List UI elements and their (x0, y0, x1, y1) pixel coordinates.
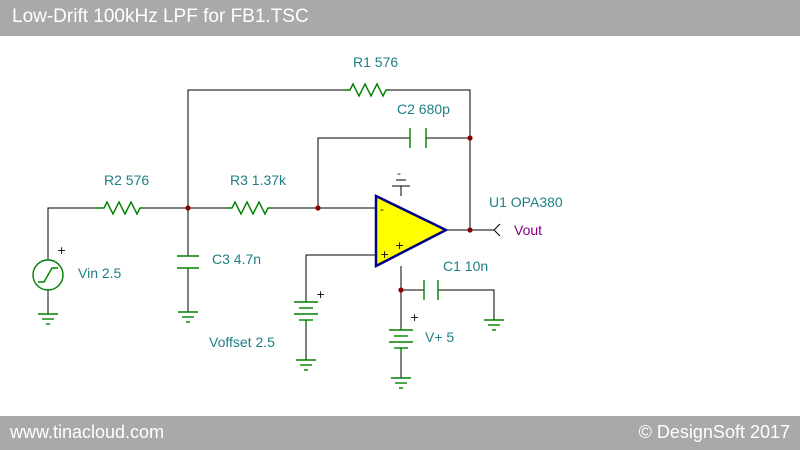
plus-sign: + (57, 244, 66, 257)
vplus-label: V+ 5 (425, 329, 454, 345)
schematic-canvas: + + + (32, 54, 563, 389)
resistor-r2[interactable] (95, 200, 143, 216)
r2-label: R2 576 (104, 172, 149, 188)
capacitor-c1[interactable] (423, 280, 439, 300)
title-bar: Low-Drift 100kHz LPF for FB1.TSC (0, 0, 800, 36)
node-dot (315, 205, 321, 211)
copyright-text: © DesignSoft 2017 (638, 422, 790, 442)
opamp-u1[interactable]: - + + (374, 194, 449, 269)
r1-label: R1 576 (353, 54, 398, 70)
footer-bar: www.tinacloud.com © DesignSoft 2017 (0, 416, 800, 450)
junction-nodes (185, 135, 473, 293)
ground-icon (296, 359, 316, 371)
minus-sign: - (397, 167, 401, 180)
u1-label: U1 OPA380 (489, 194, 563, 210)
voffset-label: Voffset 2.5 (209, 334, 275, 350)
ground-icon (178, 311, 198, 323)
node-dot (398, 287, 404, 293)
node-dot (467, 227, 473, 233)
window-title: Low-Drift 100kHz LPF for FB1.TSC (12, 6, 309, 27)
ground-icon (484, 319, 504, 331)
vout-label: Vout (514, 222, 542, 238)
opamp-supply-pin: - (392, 167, 410, 187)
c3-label: C3 4.7n (212, 251, 261, 267)
ground-icon (38, 313, 58, 325)
r3-label: R3 1.37k (230, 172, 287, 188)
node-dot (185, 205, 191, 211)
minus-sign: - (380, 203, 384, 216)
resistor-r1[interactable] (344, 82, 390, 98)
output-terminal[interactable] (493, 223, 501, 237)
plus-sign: + (380, 248, 389, 261)
plus-sign: + (395, 239, 404, 252)
resistor-r3[interactable] (226, 200, 272, 216)
vplus-battery[interactable]: + (389, 311, 419, 352)
capacitor-c3[interactable] (177, 255, 199, 269)
plus-sign: + (316, 288, 325, 301)
c1-label: C1 10n (443, 258, 488, 274)
c2-label: C2 680p (397, 101, 450, 117)
plus-sign: + (410, 311, 419, 324)
node-dot (467, 135, 473, 141)
voffset-battery[interactable]: + (294, 288, 325, 326)
ground-icon (391, 377, 411, 389)
website-link[interactable]: www.tinacloud.com (10, 422, 165, 442)
wires (47, 89, 495, 378)
capacitor-c2[interactable] (409, 128, 427, 148)
vin-source[interactable]: + (32, 244, 66, 291)
vin-label: Vin 2.5 (78, 265, 122, 281)
